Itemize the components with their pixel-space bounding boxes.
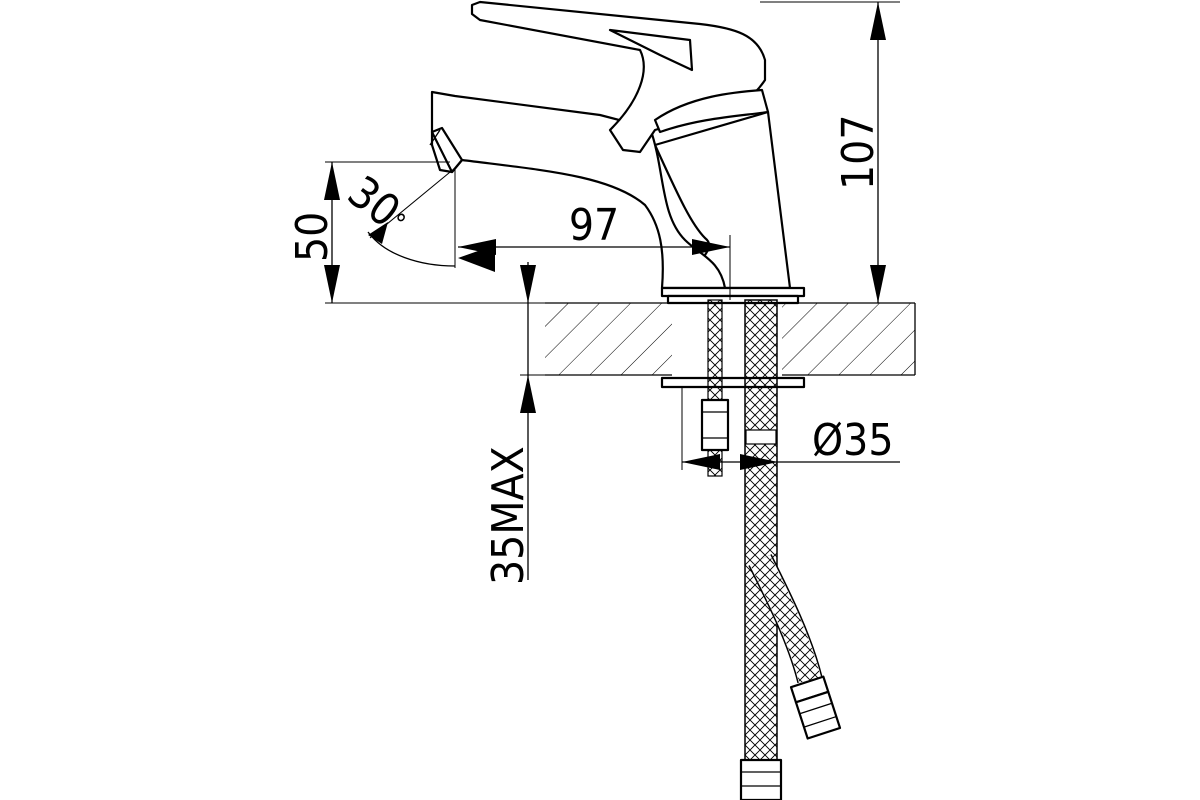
mounting-stud <box>700 299 730 477</box>
dimension-hole-diameter: Ø35 <box>681 387 900 470</box>
top-flange <box>660 286 806 305</box>
dimension-spout-reach: 97 <box>458 200 731 300</box>
flex-hoses <box>739 299 842 800</box>
hole-diameter-label: Ø35 <box>812 415 894 466</box>
faucet-body <box>429 0 792 290</box>
spout-reach-label: 97 <box>569 200 619 251</box>
spout-height-label: 50 <box>287 212 338 262</box>
height-total-label: 107 <box>833 114 884 190</box>
dimension-spout-height: 50 <box>287 161 545 304</box>
dimension-angle: 30° <box>338 166 495 272</box>
dimension-height-total: 107 <box>760 1 900 304</box>
max-thickness-label: 35MAX <box>483 446 534 585</box>
dimension-max-thickness: 35MAX <box>483 262 545 585</box>
bottom-flange <box>660 376 806 389</box>
countertop-section <box>545 300 916 378</box>
angle-label: 30° <box>338 166 418 244</box>
